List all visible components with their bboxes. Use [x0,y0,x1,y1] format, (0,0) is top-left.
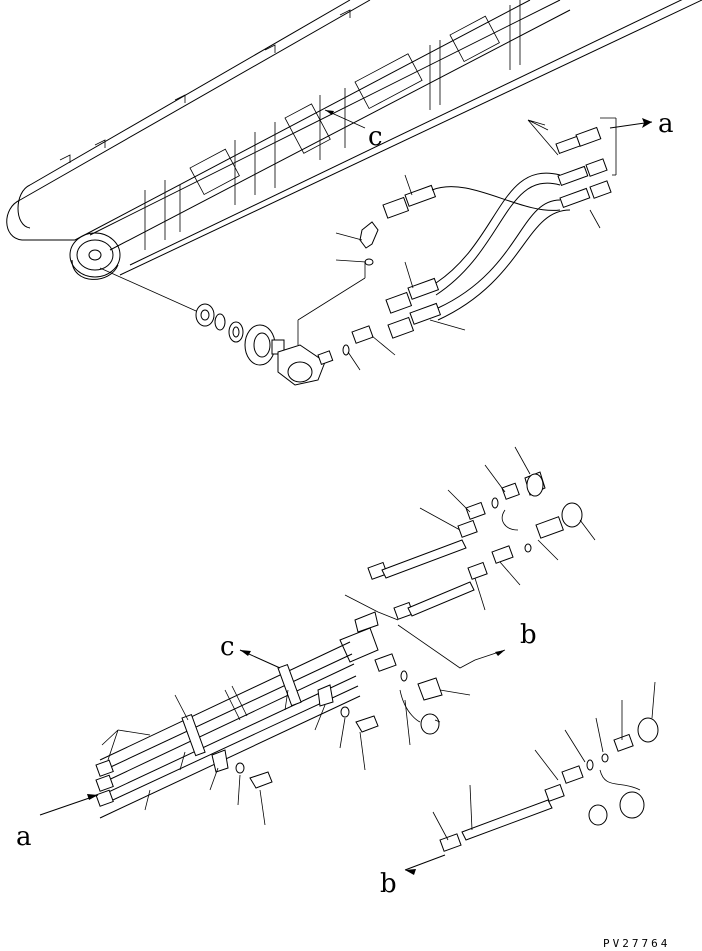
label-c-top: c [368,122,383,152]
label-c-mid: c [220,632,235,662]
drive-assembly [99,262,366,386]
label-b-bottom: b [380,869,397,899]
conveyor-frame [6,0,702,280]
hose-bottom-right [404,681,659,875]
hose-group-bottom [39,446,596,826]
hose-group-top [324,109,653,339]
drawing-code: PV27764 [603,937,670,950]
label-b-mid: b [520,620,537,650]
label-a-top: a [658,109,674,139]
elbow-fitting [335,221,379,266]
adapter-fitting-top [347,325,396,371]
label-a-bottom: a [16,822,32,852]
